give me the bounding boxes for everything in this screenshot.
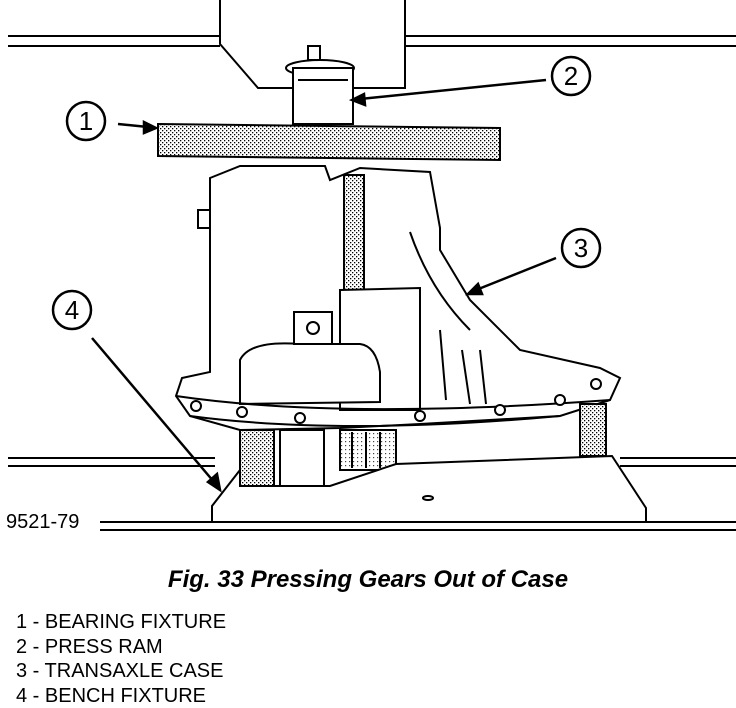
figure-caption: Fig. 33 Pressing Gears Out of Case [167, 566, 569, 593]
legend-item: 3 - TRANSAXLE CASE [16, 660, 224, 682]
callout-3: 3 [560, 227, 602, 269]
press-illustration: 1 2 3 4 [8, 0, 736, 531]
svg-text:1: 1 [79, 106, 93, 136]
legend-item: 1 - BEARING FIXTURE [16, 611, 227, 633]
svg-text:3: 3 [574, 233, 588, 263]
callout-4: 4 [51, 289, 93, 331]
svg-text:4: 4 [65, 295, 79, 325]
bearing-fixture [157, 122, 501, 162]
legend-item: 4 - BENCH FIXTURE [16, 684, 207, 707]
svg-text:2: 2 [564, 61, 578, 91]
bench-fixture [211, 454, 647, 523]
gear-stack [239, 403, 607, 487]
callout-1: 1 [65, 100, 107, 142]
figure-id-label: 9521-79 [4, 510, 82, 534]
legend-list: 1 - BEARING FIXTURE 2 - PRESS RAM 3 - TR… [16, 610, 226, 708]
leader-lines [91, 78, 557, 493]
legend-item: 2 - PRESS RAM [16, 635, 163, 658]
callout-2: 2 [550, 55, 592, 97]
transaxle-case [174, 165, 622, 432]
press-ram [285, 45, 355, 125]
